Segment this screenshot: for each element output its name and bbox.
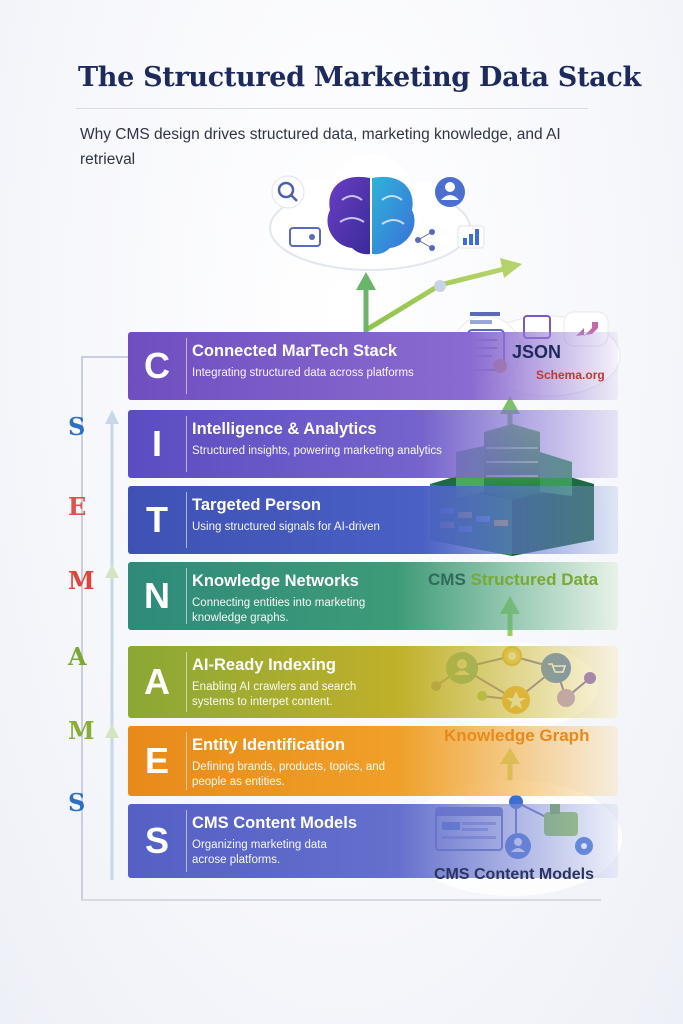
stack-layer-connected-martech: C Connected MarTech Stack Integrating st… [128,332,618,400]
left-rail [81,356,83,901]
rail-top-connector [81,356,129,358]
user-icon [435,177,465,207]
layer-letter: C [144,345,170,386]
rail-arrows [105,410,119,880]
cms-content-models-label: CMS Content Models [434,866,594,883]
rail-bottom-connector [81,899,601,901]
cms-structured-suffix: Structured Data [470,570,599,589]
layer-description: Defining brands, products, topics, and p… [192,761,386,788]
stack-layer-knowledge-networks: N Knowledge Networks Connecting entities… [128,562,618,630]
stack-layer-cms-content-models: S CMS Content Models Organizing marketin… [128,804,618,878]
layer-description: Organizing marketing data acrose platfor… [192,839,327,866]
layer-description: Using structured signals for AI-driven [192,521,380,533]
stack-layer-ai-ready-indexing: A AI-Ready Indexing Enabling AI crawlers… [128,646,618,718]
layer-name: Connected MarTech Stack [192,342,398,360]
chart-icon [457,225,485,249]
cms-structured-data-label: CMS Structured Data [428,570,598,590]
schema-org-label: Schema.org [536,368,605,382]
search-icon [271,175,305,209]
stack-layer-intelligence-analytics: I Intelligence & Analytics Structured in… [128,410,618,478]
title-divider [76,108,588,109]
layer-name: Intelligence & Analytics [192,420,377,438]
layer-letter: A [144,661,170,702]
network-icon [415,229,435,251]
layer-letter: I [151,423,162,464]
cms-structured-prefix: CMS [428,570,466,589]
layer-name: AI-Ready Indexing [192,656,336,674]
json-label: JSON [512,342,562,362]
layer-description: Enabling AI crawlers and search systems … [192,681,357,708]
layer-name: Entity Identification [192,736,346,754]
page-title: The Structured Marketing Data Stack [78,62,641,93]
acrostic-letter: E [68,492,87,521]
layer-letter: E [144,740,169,781]
layer-name: Targeted Person [192,496,321,514]
page-subtitle: Why CMS design drives structured data, m… [80,126,561,168]
layer-description: Structured insights, powering marketing … [192,445,442,457]
stack-layer-targeted-person: T Targeted Person Using structured signa… [128,486,618,554]
knowledge-graph-label: Knowledge Graph [444,726,590,745]
layer-letter: S [144,820,169,861]
stack-layer-entity-identification: E Entity Identification Defining brands,… [128,726,618,796]
layer-letter: N [144,575,170,616]
toggle-icon [289,227,321,247]
layer-name: CMS Content Models [192,814,357,832]
acrostic-letter: M [68,566,95,595]
layer-name: Knowledge Networks [192,572,359,590]
layer-description: Connecting entities into marketing knowl… [192,597,366,624]
acrostic-letter: S [68,788,86,817]
brain-cloud-icon [269,154,471,271]
acrostic-letter: M [68,716,95,745]
acrostic-letter: A [68,642,87,671]
acrostic-letter: S [68,412,86,441]
layer-letter: T [146,499,168,540]
layer-description: Integrating structured data across platf… [192,367,414,379]
